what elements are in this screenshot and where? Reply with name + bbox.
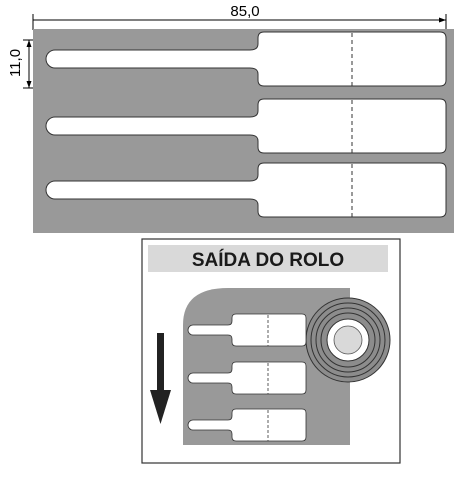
tag-label [45,98,447,154]
height-dimension: 11,0 [7,39,34,89]
height-dimension-label: 11,0 [7,49,24,77]
label-roll-icon [305,297,391,383]
small-tag-label [187,361,307,395]
roll-box-title-bar [148,245,388,272]
roll-exit-box: SAÍDA DO ROLO [141,238,401,464]
label-strip [33,29,454,233]
small-tag-label [187,408,307,442]
width-dimension-label: 85,0 [230,3,259,20]
small-tag-label [187,313,307,347]
tag-label [45,162,447,218]
tag-label [45,31,447,87]
roll-box-title: SAÍDA DO ROLO [192,249,344,271]
arrow-down-icon [150,333,171,424]
width-dimension: 85,0 [32,3,447,30]
